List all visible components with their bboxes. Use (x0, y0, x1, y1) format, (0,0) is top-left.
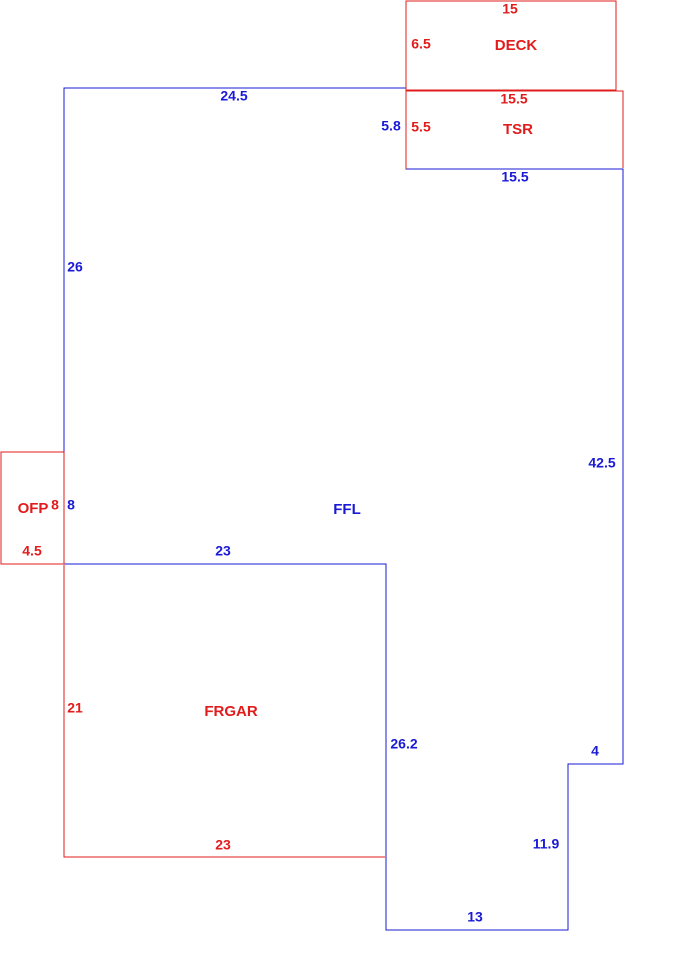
ffl-left-dimension: 26 (67, 259, 83, 275)
tsr-area-label: TSR (503, 121, 533, 138)
ffl-mid-vertical-dimension: 26.2 (390, 736, 417, 752)
deck-top-dimension: 15 (502, 1, 518, 17)
deck-outline[interactable] (405, 0, 617, 91)
ofp-area-label: OFP (18, 500, 49, 517)
tsr-side-dimension: 5.5 (411, 119, 431, 135)
ffl-lower-right-dimension: 11.9 (533, 836, 560, 852)
ffl-step-dimension: 4 (591, 743, 599, 759)
ffl-ofp-side-dimension: 8 (67, 497, 75, 513)
tsr-top-dimension: 15.5 (500, 91, 527, 107)
ffl-notch-top-dimension: 15.5 (501, 169, 528, 185)
ofp-side-dimension: 8 (51, 497, 59, 513)
deck-area-label: DECK (495, 37, 538, 54)
tsr-outline[interactable] (405, 90, 624, 169)
ffl-right-dimension: 42.5 (588, 455, 615, 471)
frgar-area-label: FRGAR (204, 703, 257, 720)
ffl-bottom-dimension: 13 (467, 909, 483, 925)
ffl-notch-side-dimension: 5.8 (381, 118, 401, 134)
frgar-side-dimension: 21 (67, 700, 83, 716)
ffl-mid-top-dimension: 23 (215, 543, 231, 559)
frgar-outline[interactable] (63, 565, 385, 858)
ffl-top-dimension: 24.5 (220, 88, 247, 104)
ffl-area-label: FFL (333, 501, 361, 518)
deck-side-dimension: 6.5 (411, 36, 431, 52)
ofp-bottom-dimension: 4.5 (22, 543, 42, 559)
ofp-outline[interactable] (0, 451, 65, 565)
frgar-bottom-dimension: 23 (215, 837, 231, 853)
